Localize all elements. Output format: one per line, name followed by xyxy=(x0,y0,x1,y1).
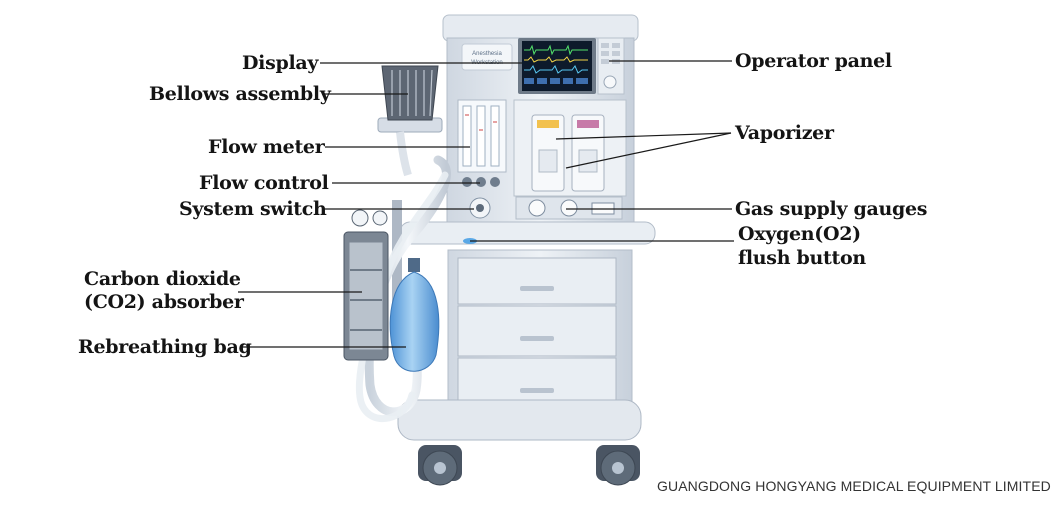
label-operator-panel: Operator panel xyxy=(735,50,892,72)
label-oxygen-flush-line1: Oxygen(O2) xyxy=(738,223,861,245)
label-co2-absorber-line2: (CO2) absorber xyxy=(84,291,244,313)
label-display: Display xyxy=(242,52,319,74)
support-pole xyxy=(392,200,402,350)
display-screen xyxy=(518,38,596,94)
vaporizer-leader-line-1 xyxy=(555,132,732,140)
label-system-switch: System switch xyxy=(179,198,327,220)
flow-meter xyxy=(457,99,507,173)
system-switch xyxy=(469,197,491,219)
vaporizer-bay xyxy=(513,99,627,197)
svg-text:Anesthesia: Anesthesia xyxy=(472,51,502,57)
label-vaporizer: Vaporizer xyxy=(735,122,834,144)
label-co2-absorber-line1: Carbon dioxide xyxy=(84,268,241,290)
company-footer: GUANGDONG HONGYANG MEDICAL EQUIPMENT LIM… xyxy=(657,478,1051,494)
leader-lines xyxy=(238,60,734,348)
co2-absorber xyxy=(343,209,389,361)
label-gas-supply-gauges: Gas supply gauges xyxy=(735,198,928,220)
machine-base xyxy=(397,399,642,486)
drawer-cabinet xyxy=(447,249,633,416)
label-bellows-assembly: Bellows assembly xyxy=(149,83,331,105)
operator-panel xyxy=(597,37,625,95)
vaporizer-leader-line-2 xyxy=(565,132,732,169)
label-rebreathing-bag: Rebreathing bag xyxy=(78,336,252,358)
label-flow-control: Flow control xyxy=(199,172,329,194)
label-flow-meter: Flow meter xyxy=(208,136,325,158)
gas-supply-gauges xyxy=(515,196,623,220)
label-oxygen-flush-line2: flush button xyxy=(738,247,866,269)
flow-control-knobs xyxy=(462,177,500,187)
bellows-assembly xyxy=(377,65,443,177)
